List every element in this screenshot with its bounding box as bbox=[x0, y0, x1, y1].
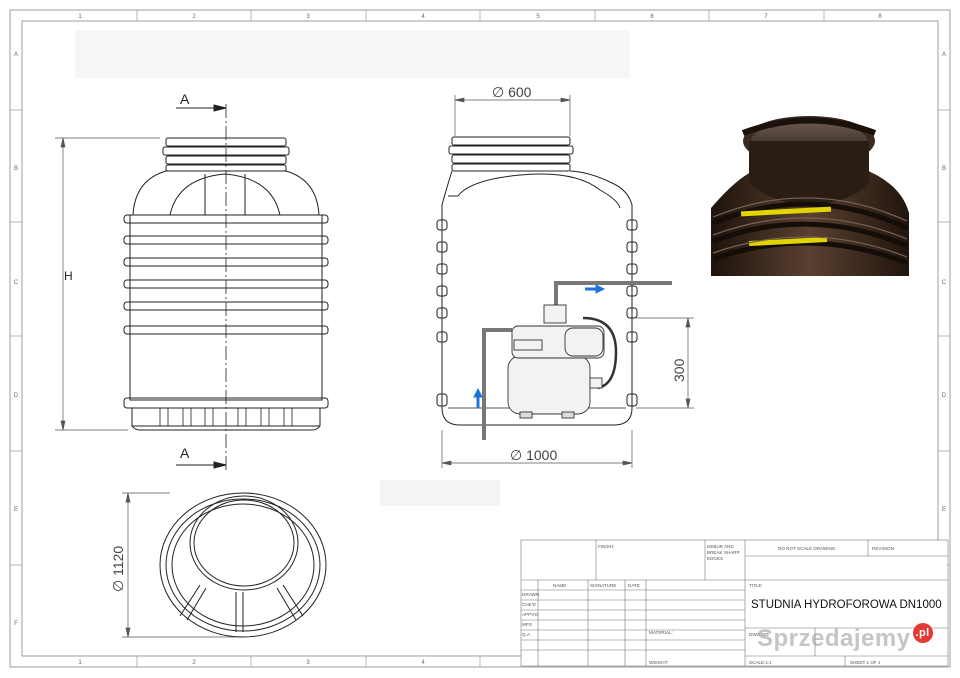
tb-appvd: APPV'D bbox=[522, 612, 539, 617]
col-label: 8 bbox=[878, 14, 882, 20]
watermark: Sprzedajemy.pl bbox=[757, 623, 933, 653]
row-label: F bbox=[14, 621, 18, 627]
pipes bbox=[482, 281, 672, 440]
row-label: E bbox=[14, 507, 18, 513]
col-label: 4 bbox=[421, 660, 425, 666]
height-300-label: 300 bbox=[671, 358, 687, 382]
bottom-diameter-dimension bbox=[441, 430, 633, 468]
row-label: D bbox=[942, 393, 947, 399]
col-label: 6 bbox=[650, 14, 654, 20]
tb-weight: WEIGHT: bbox=[649, 660, 668, 665]
tb-qa: Q.A bbox=[522, 632, 531, 637]
height-dimension bbox=[55, 137, 160, 431]
height-label: H bbox=[64, 269, 73, 283]
title-block bbox=[520, 539, 949, 667]
tank-cutaway-photo bbox=[711, 113, 909, 276]
drawing-title: STUDNIA HYDROFOROWA DN1000 bbox=[751, 599, 942, 611]
section-mark-top: A bbox=[180, 91, 190, 107]
erased-header-strip bbox=[75, 30, 630, 78]
top-diameter-dimension bbox=[454, 95, 571, 136]
col-label: 2 bbox=[192, 14, 196, 20]
tb-drawn: DRAWN bbox=[522, 592, 539, 597]
col-label: 4 bbox=[421, 14, 425, 20]
tb-signature: SIGNATURE bbox=[590, 583, 616, 588]
col-label: 5 bbox=[536, 14, 540, 20]
top-diameter-label: ∅ 600 bbox=[492, 84, 532, 100]
tb-material: MATERIAL: bbox=[649, 630, 673, 635]
row-label: C bbox=[942, 280, 947, 286]
row-label: A bbox=[942, 52, 946, 58]
tb-do-not-scale: DO NOT SCALE DRAWING bbox=[778, 546, 836, 551]
tb-mfg: MFG bbox=[522, 622, 533, 627]
watermark-suffix: .pl bbox=[912, 623, 933, 643]
tb-revision: REVISION bbox=[872, 546, 894, 551]
tb-chkd: CHK'D bbox=[522, 602, 537, 607]
tb-dwg-no: DWG NO. bbox=[749, 632, 770, 637]
tb-finish: FINISH: bbox=[598, 544, 614, 549]
flow-arrows bbox=[473, 284, 606, 408]
tb-date: DATE bbox=[628, 583, 640, 588]
row-label: B bbox=[942, 166, 946, 172]
tb-scale: SCALE:1:1 bbox=[749, 660, 772, 665]
col-label: 3 bbox=[306, 660, 310, 666]
row-label: A bbox=[14, 52, 18, 58]
tb-title-label: TITLE: bbox=[749, 583, 763, 588]
bottom-diameter-label: ∅ 1000 bbox=[510, 447, 557, 463]
plan-diameter-dimension bbox=[122, 492, 240, 638]
tank-plan-view bbox=[159, 492, 327, 638]
col-label: 1 bbox=[78, 14, 82, 20]
watermark-text: Sprzedajemy bbox=[757, 625, 911, 652]
erased-note-strip bbox=[380, 480, 500, 506]
row-label: E bbox=[942, 507, 946, 513]
height-300-dimension bbox=[636, 317, 694, 409]
plan-diameter-label: ∅ 1120 bbox=[110, 546, 126, 592]
col-label: 3 bbox=[306, 14, 310, 20]
tb-name: NAME bbox=[553, 583, 566, 588]
row-label: D bbox=[14, 393, 19, 399]
row-label: B bbox=[14, 166, 18, 172]
col-label: 2 bbox=[192, 660, 196, 666]
section-mark-bottom: A bbox=[180, 445, 190, 461]
row-label: C bbox=[14, 280, 19, 286]
hydrophore-pump bbox=[507, 304, 618, 419]
col-label: 7 bbox=[764, 14, 768, 20]
col-label: 1 bbox=[78, 660, 82, 666]
tb-sheet: SHEET 1 OF 1 bbox=[850, 660, 881, 665]
